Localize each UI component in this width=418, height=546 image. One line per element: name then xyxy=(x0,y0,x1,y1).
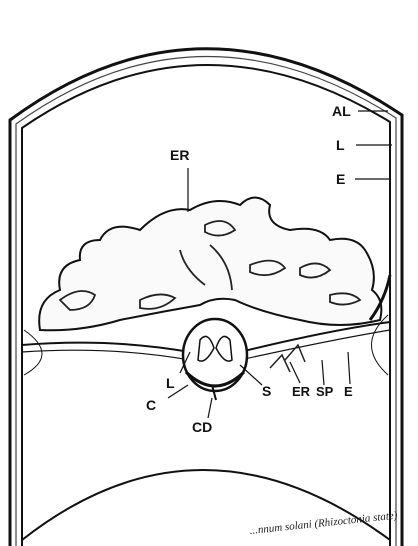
label-c: C xyxy=(146,397,156,413)
label-er-top: ER xyxy=(170,147,189,163)
label-cd: CD xyxy=(192,419,212,435)
cytoplasm-er-mass xyxy=(39,198,381,331)
label-l-left: L xyxy=(166,375,175,391)
label-e-bottom: E xyxy=(344,384,353,399)
label-sp: SP xyxy=(316,384,334,399)
label-l-right: L xyxy=(336,137,345,153)
er-fragments xyxy=(270,345,305,372)
label-e-right: E xyxy=(336,171,345,187)
dolipore-septum xyxy=(183,319,247,400)
label-al: AL xyxy=(332,103,351,119)
label-s: S xyxy=(262,383,271,399)
figure-caption: ...nnum solani (Rhizoctonia state) xyxy=(249,509,398,536)
lower-cell-dome xyxy=(22,470,390,540)
label-er-bottom: ER xyxy=(292,384,311,399)
